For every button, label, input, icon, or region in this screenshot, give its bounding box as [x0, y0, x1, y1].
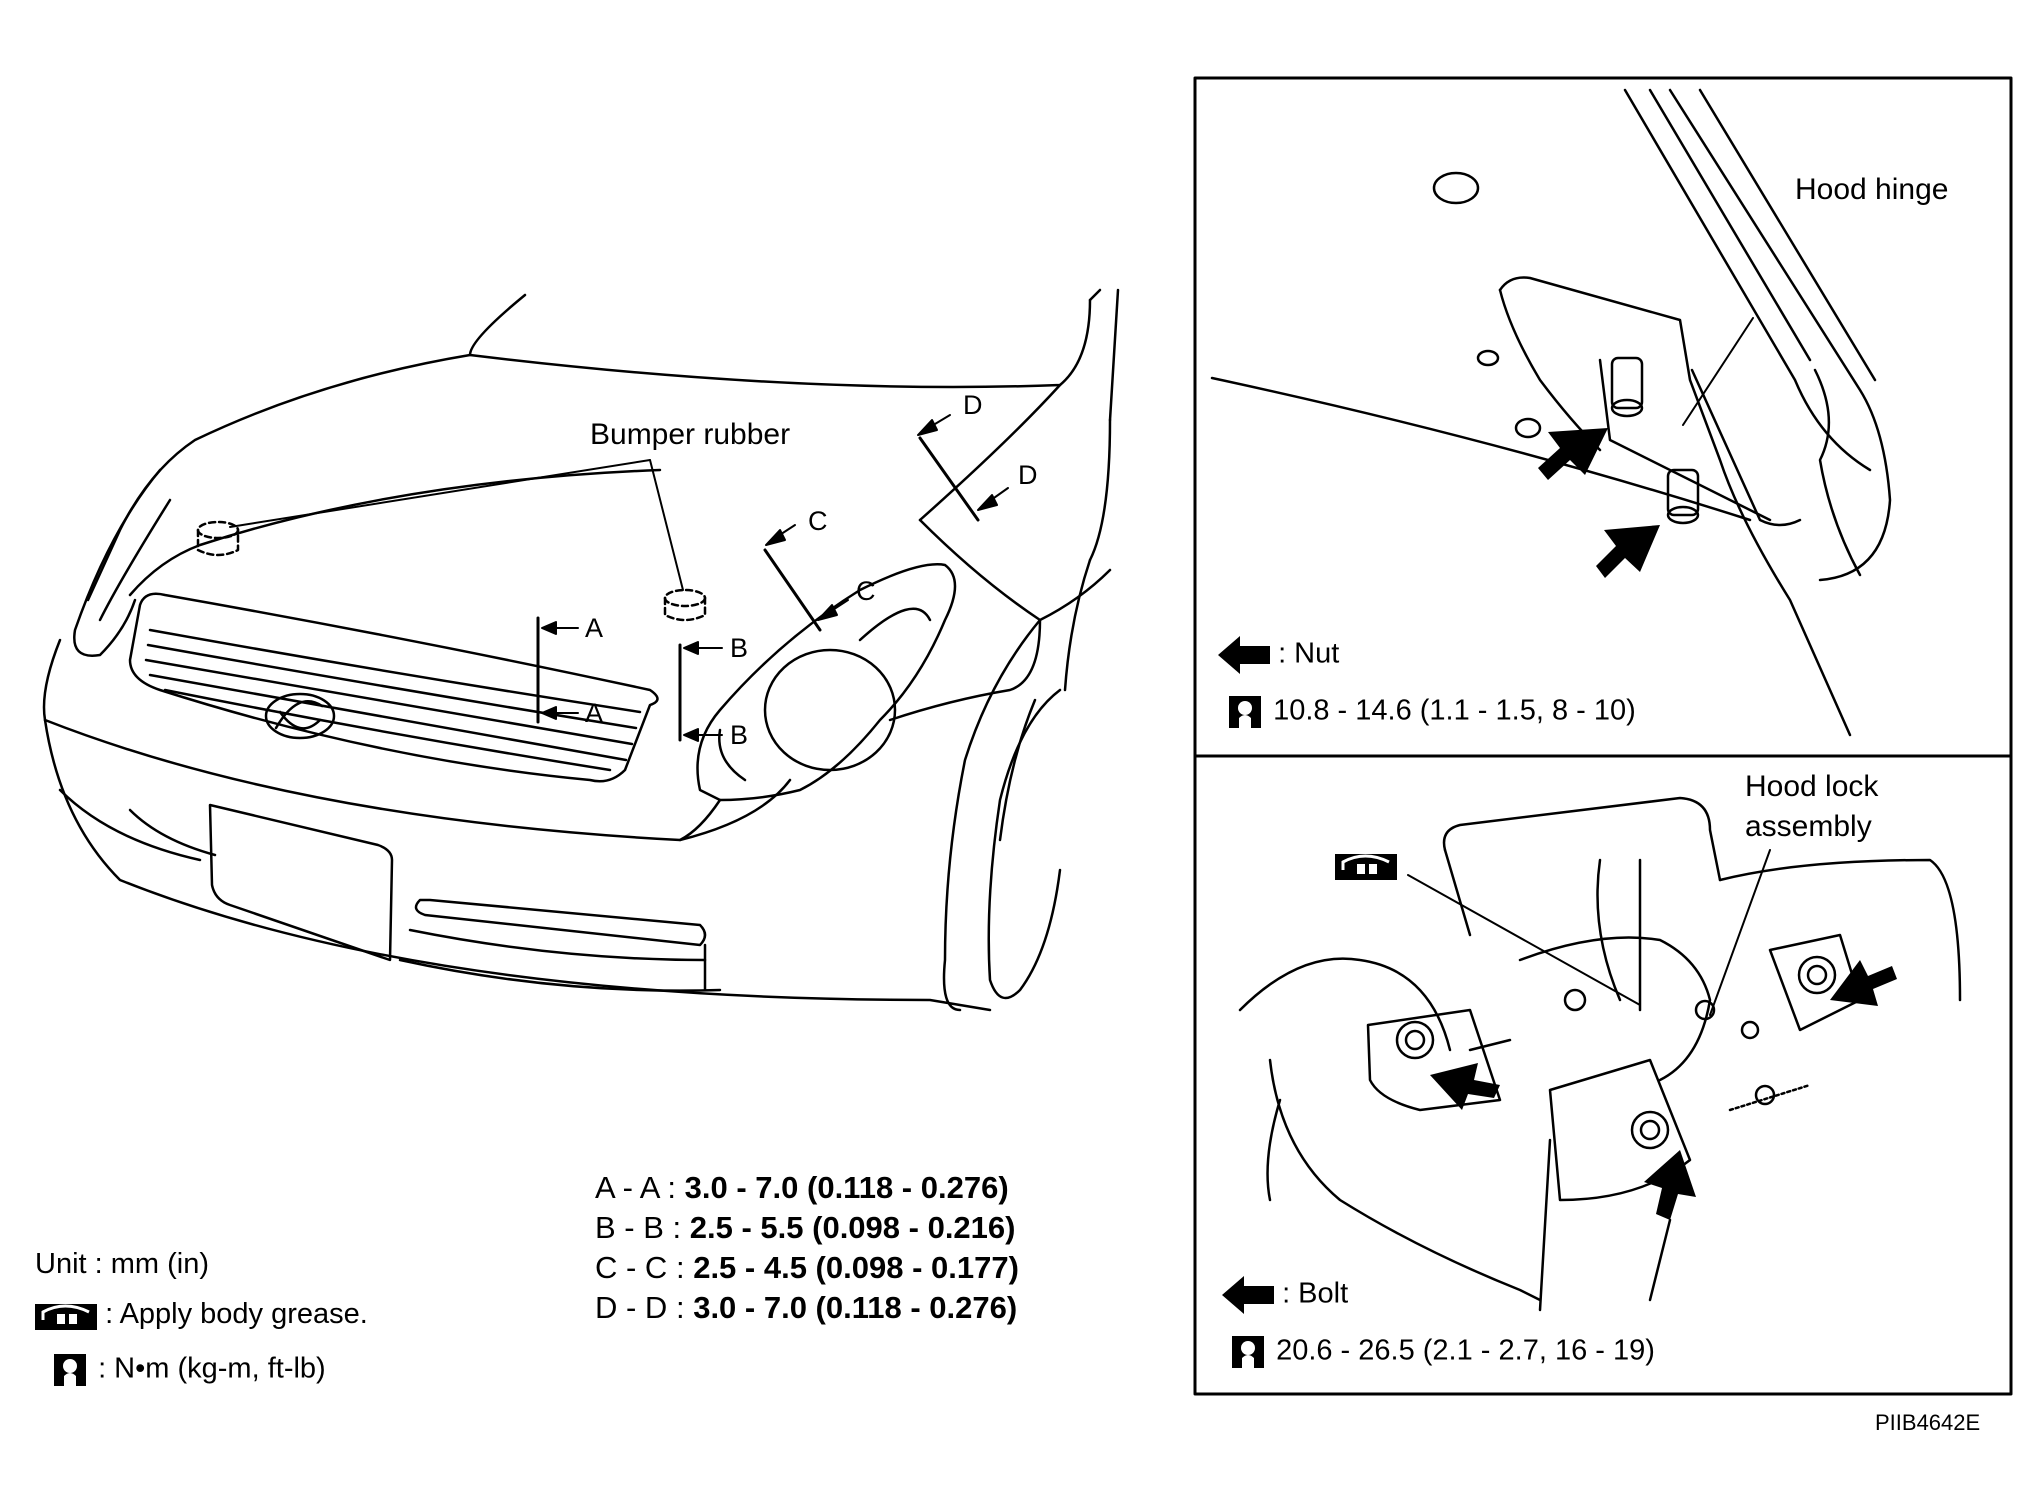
- nut-legend: : Nut: [1218, 636, 1339, 674]
- detail-panels-frame: [1193, 76, 2013, 1396]
- section-markers: [536, 436, 980, 742]
- bold-arrow-icon: [1218, 636, 1270, 674]
- torque-unit-legend: : N•m (kg-m, ft-lb): [50, 1350, 326, 1390]
- section-mark-d1: D: [963, 390, 983, 420]
- clearance-spec-row: B - B : 2.5 - 5.5 (0.098 - 0.216): [595, 1210, 1016, 1245]
- bumper-rubber-label: Bumper rubber: [590, 418, 791, 451]
- grease-legend: : Apply body grease.: [35, 1300, 368, 1331]
- section-arrows: [541, 414, 1009, 742]
- bolt-legend: : Bolt: [1222, 1276, 1348, 1314]
- hood-lock-label-line1: Hood lock: [1745, 770, 1879, 803]
- section-mark-c2: C: [856, 576, 876, 606]
- hinge-torque-spec: 10.8 - 14.6 (1.1 - 1.5, 8 - 10): [1225, 692, 1636, 732]
- hood-lock-label-line2: assembly: [1745, 810, 1872, 843]
- hood-lock-drawing: [1238, 796, 1962, 1312]
- torque-wrench-icon: [1229, 696, 1261, 728]
- lock-torque-spec: 20.6 - 26.5 (2.1 - 2.7, 16 - 19): [1228, 1332, 1655, 1372]
- section-mark-b1: B: [730, 633, 749, 663]
- torque-wrench-icon: [54, 1354, 86, 1386]
- clearance-spec-row: A - A : 3.0 - 7.0 (0.118 - 0.276): [595, 1170, 1009, 1205]
- section-mark-b2: B: [730, 720, 749, 750]
- bold-arrow-icon: [1222, 1276, 1274, 1314]
- unit-legend: Unit : mm (in): [35, 1248, 209, 1280]
- section-mark-c1: C: [808, 506, 828, 536]
- section-mark-d2: D: [1018, 460, 1038, 490]
- grease-symbol-icon: [35, 1304, 97, 1331]
- clearance-spec-row: D - D : 3.0 - 7.0 (0.118 - 0.276): [595, 1290, 1018, 1325]
- figure-code: PIIB4642E: [1875, 1410, 1981, 1435]
- car-front-drawing: [42, 288, 1120, 1012]
- torque-wrench-icon: [1232, 1336, 1264, 1368]
- section-mark-a1: A: [585, 613, 604, 643]
- grease-symbol-icon: [1335, 854, 1397, 880]
- hinge-nut-arrows: [1538, 428, 1660, 578]
- section-mark-a2: A: [585, 698, 604, 728]
- hood-hinge-label: Hood hinge: [1795, 173, 1949, 206]
- clearance-spec-row: C - C : 2.5 - 4.5 (0.098 - 0.177): [595, 1250, 1019, 1285]
- lock-bolt-arrows: [1430, 960, 1897, 1220]
